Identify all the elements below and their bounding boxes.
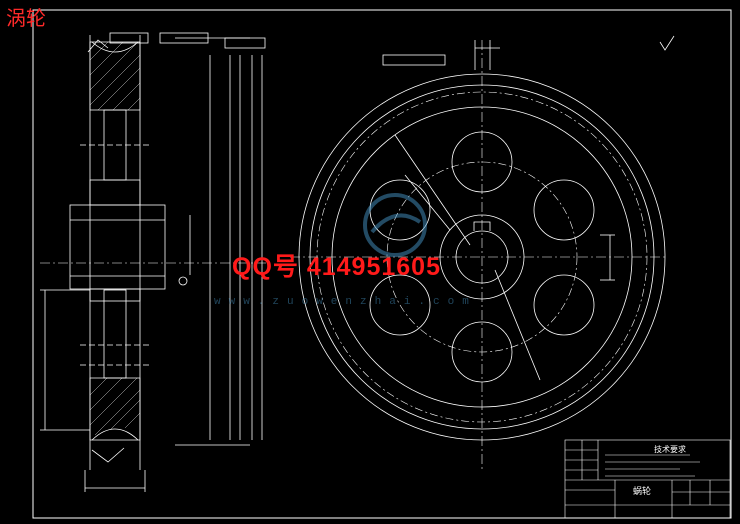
tech-requirement-lines [605,454,700,477]
section-view [40,32,270,492]
keyway [473,221,491,231]
tech-requirements-title: 技术要求 [654,445,686,454]
watermark-url: www.zuowenzhai.com [214,296,477,308]
lightening-hole-5 [369,274,431,336]
hatch-rim-bottom [89,377,141,436]
datum-symbol [178,276,188,286]
bore-circle [455,230,509,284]
rim-bottom-groove [91,428,139,441]
drawing-border [32,9,732,519]
tolerance-frame-1 [159,32,209,44]
leader-top-left [87,39,109,53]
lightening-hole-2 [533,179,595,241]
radial-leader-2 [494,269,541,381]
lightening-hole-4 [451,321,513,383]
rim-inner-circle [331,106,633,408]
tolerance-frame-front [382,54,446,66]
title-block [564,439,731,519]
hole-pitch-circle [386,161,578,353]
drawing-title: 涡轮 [6,6,46,30]
tolerance-frame-3 [109,32,149,44]
hub-bottom-step [89,288,141,302]
rim-top-groove [91,41,139,53]
watermark-logo [363,193,427,257]
pitch-circle [316,91,648,423]
leader-bottom-left [91,447,125,463]
title-block-outline [564,439,731,519]
lightening-hole-1 [451,131,513,193]
hub-top-step [89,179,141,206]
radial-leader-3 [404,174,451,231]
lightening-hole-3 [533,274,595,336]
watermark-qq-text: QQ号 414951605 [232,253,441,281]
web-lower [103,289,127,379]
tolerance-frame-2 [224,37,266,49]
tip-circle [309,84,655,430]
outer-circle [298,73,666,441]
roughness-symbol-top-right [659,35,675,51]
title-block-part-name: 蜗轮 [633,487,652,497]
hub-circle [439,214,525,300]
hatch-rim-top [89,41,141,111]
radial-leader-1 [394,134,471,246]
